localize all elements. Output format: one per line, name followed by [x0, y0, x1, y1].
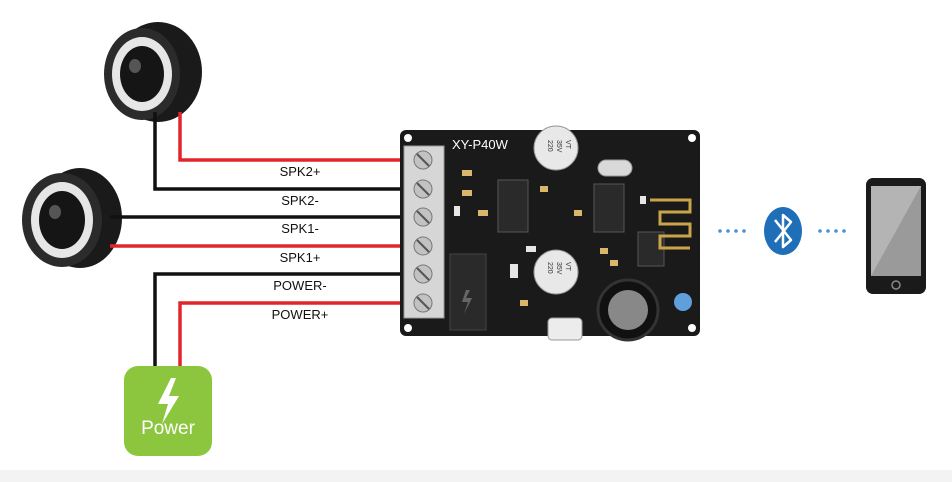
- svg-text:220: 220: [546, 140, 553, 152]
- wire-power-minus: [153, 272, 410, 372]
- wire-power-plus: [178, 301, 410, 372]
- wire-spk2-plus: [178, 112, 410, 162]
- wire-label-spk2-plus: SPK2+: [280, 164, 321, 179]
- amplifier-chip-1: [497, 179, 529, 233]
- terminal-block: [403, 145, 445, 319]
- crystal-oscillator: [597, 159, 633, 177]
- bluetooth-icon: [764, 207, 802, 255]
- wireless-link-dots-right: [818, 229, 846, 233]
- wire-label-spk1-minus: SPK1-: [281, 221, 319, 236]
- wire-label-power-minus: POWER-: [273, 278, 326, 293]
- svg-text:VT: VT: [564, 262, 571, 272]
- wireless-link-dots-left: [718, 229, 746, 233]
- svg-text:VT: VT: [564, 140, 571, 150]
- amplifier-chip-2: [593, 183, 625, 233]
- lightning-bolt-icon: [158, 378, 179, 424]
- amplifier-board: XY-P40W 220 35V VT 220 35V: [400, 125, 700, 342]
- smartphone-icon: [866, 178, 926, 294]
- status-led: [674, 293, 692, 311]
- board-title: XY-P40W: [452, 137, 509, 152]
- audio-jack: [547, 317, 583, 341]
- svg-text:35V: 35V: [555, 262, 562, 275]
- footer-strip: [0, 470, 952, 482]
- wire-label-spk2-minus: SPK2-: [281, 193, 319, 208]
- wire-label-spk1-plus: SPK1+: [280, 250, 321, 265]
- volume-knob: [596, 278, 660, 342]
- power-module: Power: [124, 366, 212, 456]
- wire-label-power-plus: POWER+: [272, 307, 329, 322]
- capacitor-bottom: 220 35V VT: [533, 249, 579, 295]
- svg-text:220: 220: [546, 262, 553, 274]
- capacitor-top: 220 35V VT: [533, 125, 579, 171]
- pcb-antenna: [650, 198, 692, 250]
- wire-spk2-minus: [153, 112, 410, 191]
- speaker-2-icon: [104, 22, 202, 122]
- power-label: Power: [141, 418, 196, 439]
- speaker-1-icon: [22, 168, 122, 268]
- svg-text:35V: 35V: [555, 140, 562, 153]
